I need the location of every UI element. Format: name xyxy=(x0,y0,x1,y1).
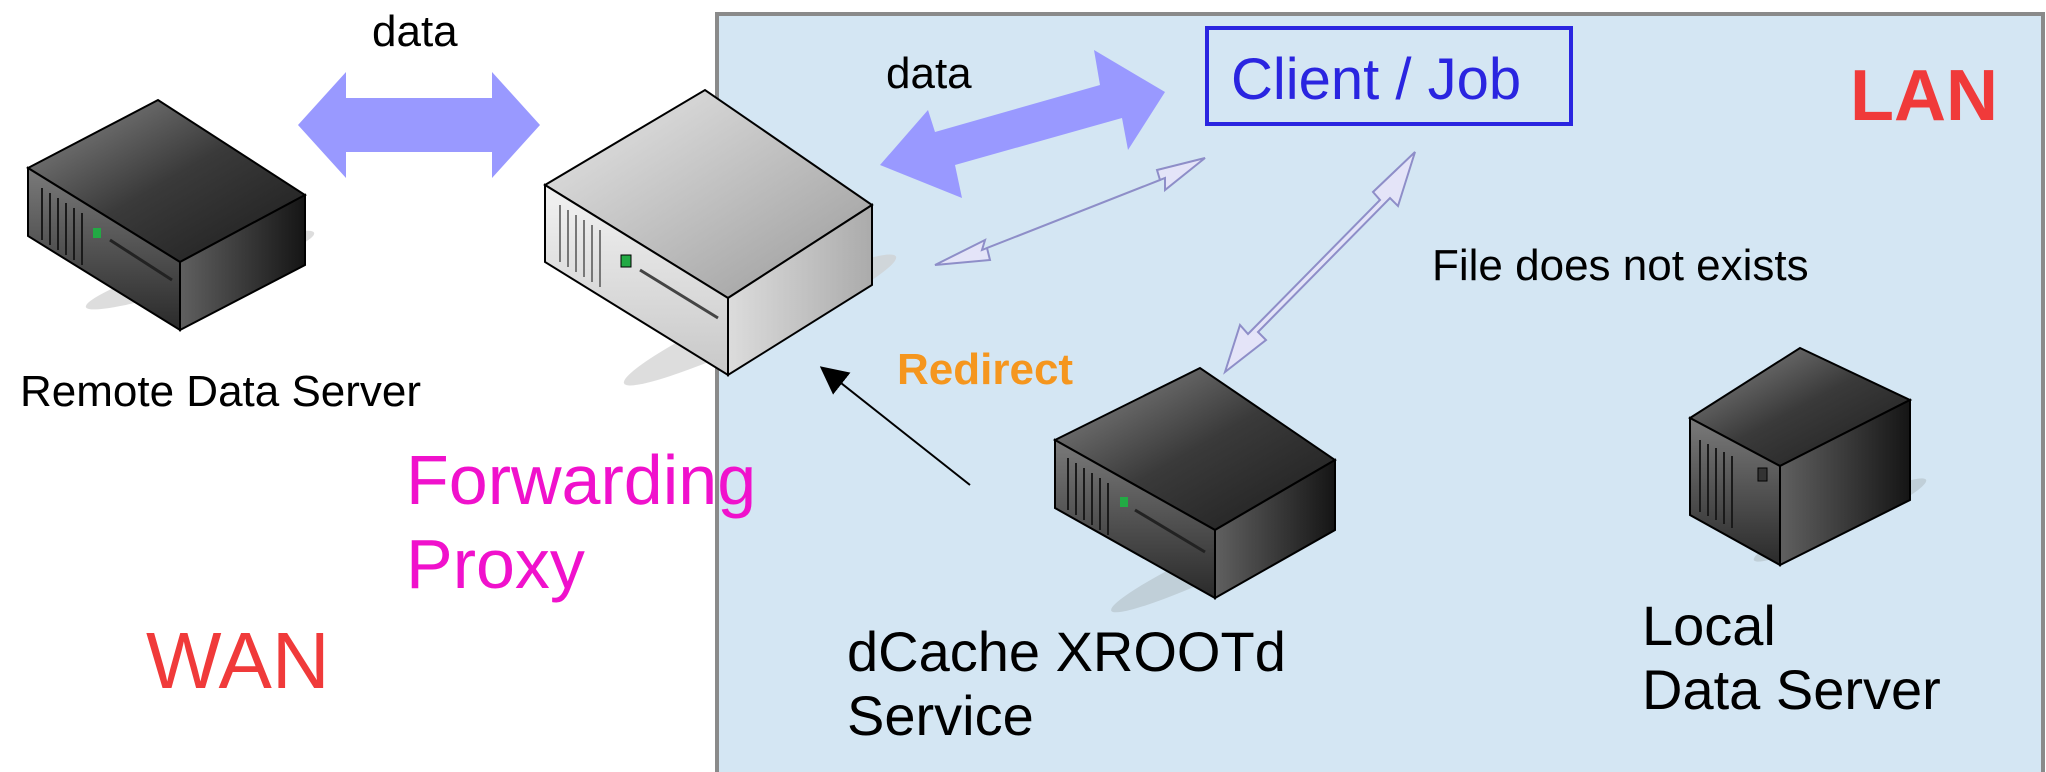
local-server-icon xyxy=(1688,346,1927,567)
remote-server-label: Remote Data Server xyxy=(20,367,422,416)
request-arrow-proxy-client xyxy=(934,157,1206,266)
client-job-label: Client / Job xyxy=(1231,47,1522,112)
proxy-server-icon xyxy=(543,88,897,386)
dcache-label-line1: dCache XROOTd xyxy=(847,620,1286,683)
local-server-label-line1: Local xyxy=(1642,594,1776,657)
lan-label: LAN xyxy=(1850,56,1998,136)
redirect-label: Redirect xyxy=(897,345,1074,394)
proxy-label-line2: Proxy xyxy=(406,525,585,603)
file-missing-label: File does not exists xyxy=(1432,241,1809,290)
wan-label: WAN xyxy=(146,616,330,705)
request-arrow-dcache-client xyxy=(1223,151,1416,375)
wan-data-label: data xyxy=(372,7,458,56)
dcache-label-line2: Service xyxy=(847,684,1034,747)
redirect-arrow xyxy=(819,366,971,486)
wan-data-arrow xyxy=(298,72,540,178)
client-job-box: Client / Job xyxy=(1205,26,1573,126)
local-server-label-line2: Data Server xyxy=(1642,658,1941,721)
proxy-label-line1: Forwarding xyxy=(406,441,757,519)
remote-server-icon xyxy=(25,98,315,332)
lan-data-label: data xyxy=(886,49,972,98)
dcache-server-icon xyxy=(1052,366,1337,613)
lan-data-arrow xyxy=(880,50,1165,198)
